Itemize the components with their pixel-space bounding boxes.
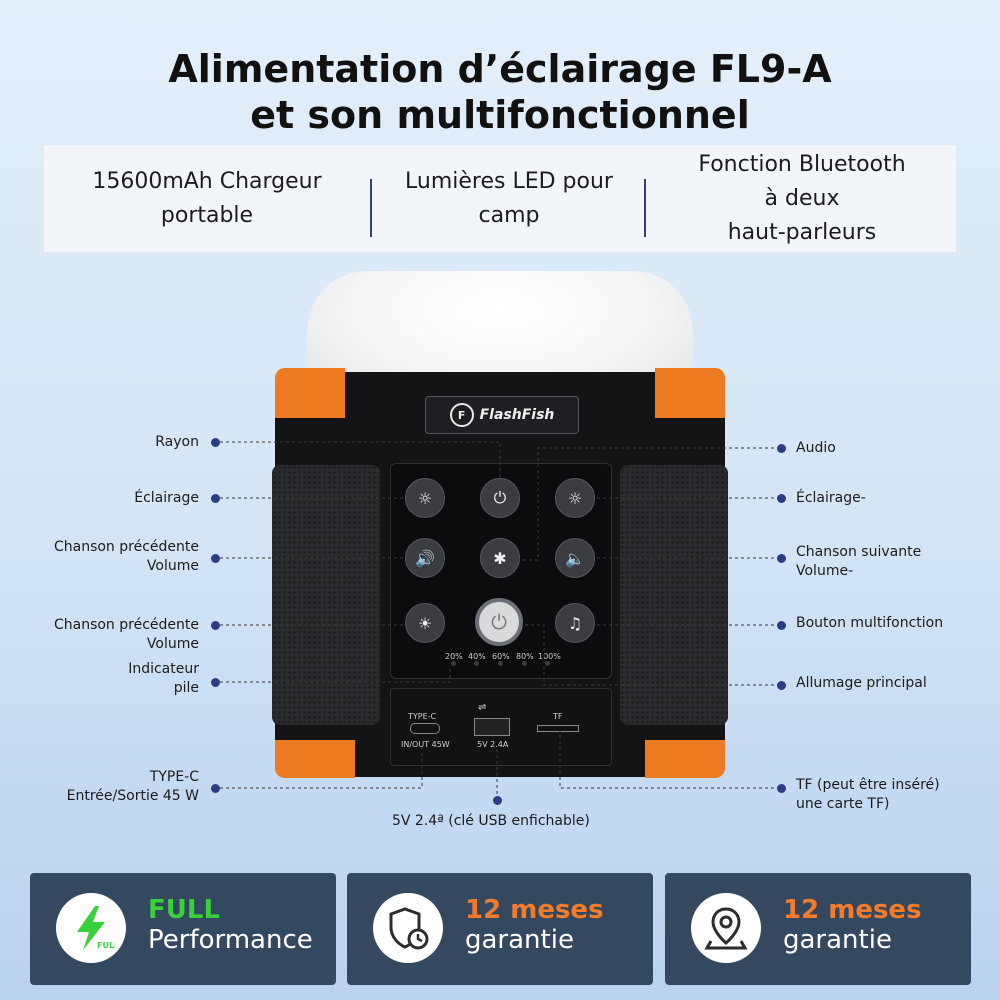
corner-bumper bbox=[655, 368, 725, 418]
typec-port[interactable] bbox=[410, 723, 440, 734]
battery-led bbox=[474, 661, 479, 666]
shield-clock-icon bbox=[373, 893, 443, 963]
usb-port[interactable] bbox=[474, 718, 510, 736]
callout-audio: Audio bbox=[796, 440, 836, 456]
page-title-line-2: et son multifonctionnel bbox=[250, 93, 750, 137]
speaker-grille-left bbox=[272, 465, 380, 725]
card-text: garantie bbox=[783, 925, 892, 955]
callout-dot bbox=[211, 621, 220, 630]
callout-dot bbox=[211, 494, 220, 503]
battery-level-label: 100% bbox=[538, 652, 561, 661]
bluetooth-audio-button[interactable]: ✱ bbox=[480, 538, 520, 578]
card-text: Performance bbox=[148, 925, 313, 955]
battery-led bbox=[498, 661, 503, 666]
card-highlight: 12 meses bbox=[783, 895, 922, 925]
callout-dot bbox=[777, 554, 786, 563]
music-icon: ♫ bbox=[567, 613, 583, 633]
callout-eclairage: Éclairage bbox=[134, 490, 199, 506]
feature-divider bbox=[370, 179, 372, 237]
callout-multifunction: Bouton multifonction bbox=[796, 615, 944, 631]
prev-volume-button[interactable]: 🔊 bbox=[405, 538, 445, 578]
usb-icon: ⇌ bbox=[478, 702, 487, 713]
brightness-up-button[interactable]: ☼ bbox=[405, 478, 445, 518]
tf-slot-label: TF bbox=[553, 712, 563, 721]
callout-rayon: Rayon bbox=[155, 434, 199, 450]
callout-dot bbox=[777, 784, 786, 793]
callout-dot bbox=[777, 681, 786, 690]
callout-dot bbox=[211, 554, 220, 563]
card-text: garantie bbox=[465, 925, 574, 955]
corner-bumper bbox=[645, 740, 725, 778]
speaker-grille-right bbox=[620, 465, 728, 725]
battery-led bbox=[522, 661, 527, 666]
power-icon: ⏻ bbox=[491, 610, 507, 634]
battery-level-label: 60% bbox=[492, 652, 510, 661]
battery-led bbox=[451, 661, 456, 666]
next-volume-button[interactable]: 🔈 bbox=[555, 538, 595, 578]
bluetooth-icon: ✱ bbox=[493, 548, 507, 568]
callout-dot bbox=[211, 678, 220, 687]
brand-logo: F FlashFish bbox=[425, 396, 579, 434]
callout-dot bbox=[211, 784, 220, 793]
corner-bumper bbox=[275, 740, 355, 778]
location-pin-icon bbox=[691, 893, 761, 963]
battery-led bbox=[545, 661, 550, 666]
callout-main-power: Allumage principal bbox=[796, 675, 927, 691]
sun-minus-icon: ☼ bbox=[567, 488, 583, 508]
full-badge: FULL bbox=[97, 941, 115, 950]
card-performance: FULL FULL Performance bbox=[30, 873, 336, 985]
multifunction-button[interactable]: ♫ bbox=[555, 603, 595, 643]
brand-logo-icon: F bbox=[449, 403, 474, 427]
card-warranty-1: 12 meses garantie bbox=[347, 873, 653, 985]
callout-dot bbox=[211, 438, 220, 447]
brightness-down-button[interactable]: ☼ bbox=[555, 478, 595, 518]
power-light-icon: ⏻ bbox=[493, 488, 507, 507]
typec-port-spec: IN/OUT 45W bbox=[401, 740, 450, 749]
battery-level-label: 80% bbox=[516, 652, 534, 661]
card-highlight: 12 meses bbox=[465, 895, 604, 925]
brand-name: FlashFish bbox=[479, 407, 555, 423]
page-title-line-1: Alimentation d’éclairage FL9-A bbox=[168, 47, 832, 91]
feature-divider bbox=[644, 179, 646, 237]
callout-dot bbox=[777, 494, 786, 503]
speaker-low-icon: 🔈 bbox=[565, 548, 585, 568]
lightning-battery-icon: FULL bbox=[56, 893, 126, 963]
battery-level-label: 40% bbox=[468, 652, 486, 661]
callout-dot bbox=[493, 796, 502, 805]
callout-dot bbox=[777, 621, 786, 630]
callout-usb: 5V 2.4ª (clé USB enfichable) bbox=[392, 813, 590, 829]
battery-level-label: 20% bbox=[445, 652, 463, 661]
callout-tf: TF (peut être inséré)une carte TF) bbox=[796, 777, 940, 812]
card-warranty-2: 12 meses garantie bbox=[665, 873, 971, 985]
callout-eclairage-minus: Éclairage- bbox=[796, 490, 866, 506]
sun-plus-icon: ☼ bbox=[417, 488, 433, 508]
usb-port-spec: 5V 2.4A bbox=[477, 740, 509, 749]
tf-card-slot[interactable] bbox=[537, 725, 579, 732]
card-highlight: FULL bbox=[148, 895, 221, 925]
lamp-icon: ☀ bbox=[417, 613, 433, 633]
battery-light-button[interactable]: ☀ bbox=[405, 603, 445, 643]
corner-bumper bbox=[275, 368, 345, 418]
callout-dot bbox=[777, 444, 786, 453]
light-mode-button[interactable]: ⏻ bbox=[480, 478, 520, 518]
speaker-loud-icon: 🔊 bbox=[415, 548, 435, 568]
main-power-button[interactable]: ⏻ bbox=[475, 598, 523, 646]
typec-port-label: TYPE-C bbox=[408, 712, 437, 721]
